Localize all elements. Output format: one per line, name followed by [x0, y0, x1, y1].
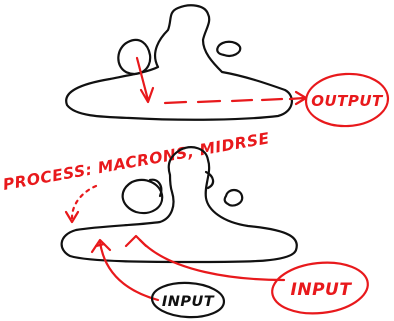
top-cell-outline [65, 4, 293, 121]
input-node-black: INPUT [150, 281, 226, 319]
output-node: OUTPUT [304, 72, 390, 128]
top-down-arrow [135, 56, 155, 104]
top-small-ellipse [216, 40, 242, 57]
bottom-small-ellipse [223, 188, 244, 207]
process-label: PROCESS: MACRONS, MIDRSE [2, 129, 271, 194]
input-node-red: INPUT [271, 261, 369, 315]
input-label-red: INPUT [291, 280, 353, 300]
input-arrow-from-red-label [138, 238, 286, 282]
process-dotted-arc [64, 184, 98, 224]
bottom-cell-outline [60, 146, 298, 264]
top-left-circle [117, 38, 152, 76]
input-arrow-from-black-label [98, 240, 160, 302]
top-dashed-line [163, 90, 308, 106]
bottom-left-circle [121, 178, 164, 215]
output-label: OUTPUT [311, 92, 384, 110]
input-label-black: INPUT [162, 294, 215, 310]
